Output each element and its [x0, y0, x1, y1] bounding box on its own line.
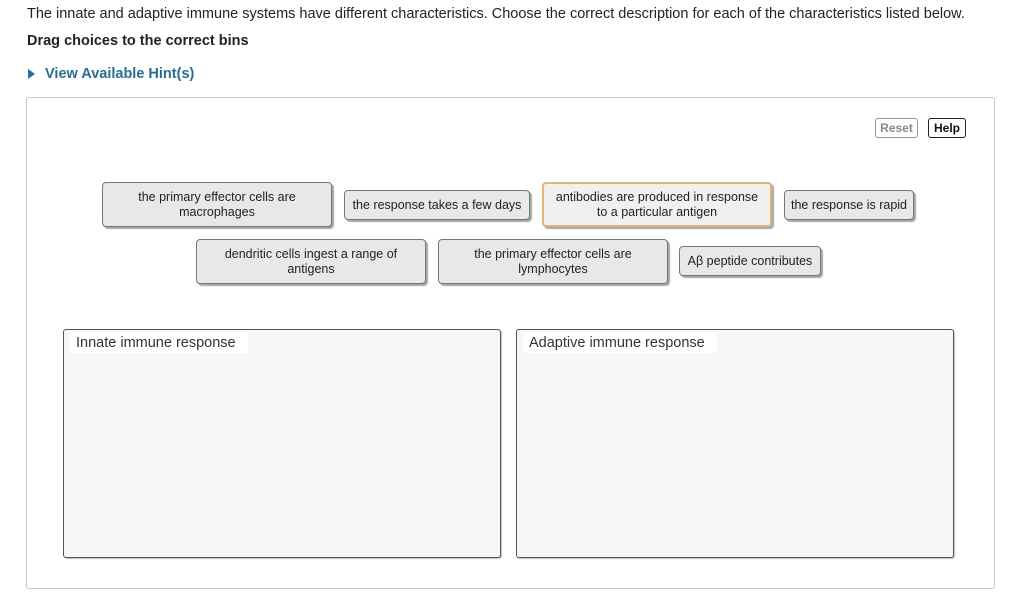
choice-macrophages[interactable]: the primary effector cells are macrophag…: [102, 182, 332, 227]
choice-abeta-peptide[interactable]: Aβ peptide contributes: [679, 246, 821, 276]
view-hints-link[interactable]: View Available Hint(s): [27, 66, 194, 82]
bin-adaptive[interactable]: Adaptive immune response: [516, 329, 954, 558]
hint-label: View Available Hint(s): [45, 66, 195, 82]
choice-antibodies[interactable]: antibodies are produced in response to a…: [542, 182, 772, 227]
expand-triangle-icon: [28, 69, 35, 79]
bin-title-innate: Innate immune response: [70, 332, 248, 353]
drag-instructions: Drag choices to the correct bins: [27, 33, 249, 49]
reset-button[interactable]: Reset: [875, 118, 918, 138]
choice-few-days[interactable]: the response takes a few days: [344, 190, 530, 220]
instructions-text: The innate and adaptive immune systems h…: [27, 6, 965, 22]
help-button[interactable]: Help: [928, 118, 966, 138]
bin-title-adaptive: Adaptive immune response: [523, 332, 717, 353]
choice-lymphocytes[interactable]: the primary effector cells are lymphocyt…: [438, 239, 668, 284]
choice-dendritic[interactable]: dendritic cells ingest a range of antige…: [196, 239, 426, 284]
bin-innate[interactable]: Innate immune response: [63, 329, 501, 558]
choice-rapid[interactable]: the response is rapid: [784, 190, 914, 220]
